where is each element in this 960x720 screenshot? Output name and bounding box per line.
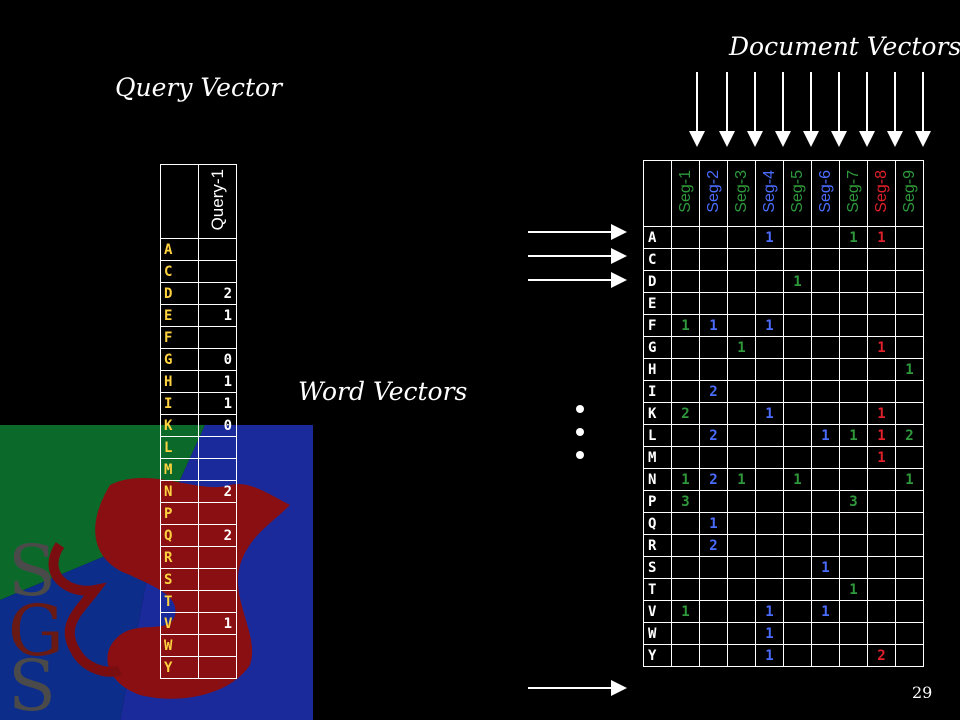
ellipsis-dot xyxy=(576,428,584,436)
query-row-label: Y xyxy=(160,656,199,679)
query-row-value: 2 xyxy=(198,524,237,547)
svg-text:S: S xyxy=(8,645,56,720)
document-arrows xyxy=(689,72,931,147)
word-vectors-title: Word Vectors xyxy=(298,377,468,406)
document-cell xyxy=(895,644,924,667)
word-arrows xyxy=(528,224,627,696)
query-row: L xyxy=(160,436,237,459)
document-vectors-title: Document Vectors xyxy=(729,32,960,61)
segment-header-cell: Seg-9 xyxy=(895,160,924,227)
query-row: R xyxy=(160,546,237,569)
segment-header-cell: Seg-7 xyxy=(839,160,868,227)
svg-text:G: G xyxy=(8,590,64,672)
svg-text:S: S xyxy=(8,530,56,612)
query-row: C xyxy=(160,260,237,283)
ellipsis-dot xyxy=(576,451,584,459)
query-row: T xyxy=(160,590,237,613)
page-number: 29 xyxy=(912,683,933,702)
document-cell: 2 xyxy=(867,644,896,667)
query-row: S xyxy=(160,568,237,591)
segment-header-cell: Seg-4 xyxy=(755,160,784,227)
query-row: A xyxy=(160,238,237,261)
query-row: Y xyxy=(160,656,237,679)
document-corner-cell xyxy=(643,160,672,227)
query-header-cell: Query-1 xyxy=(198,164,237,239)
segment-header-cell: Seg-1 xyxy=(671,160,700,227)
query-vector-title: Query Vector xyxy=(115,73,283,102)
ellipsis-dot xyxy=(576,405,584,413)
document-row: E xyxy=(643,292,924,315)
query-corner-cell xyxy=(160,164,199,239)
query-row-value xyxy=(198,656,237,679)
